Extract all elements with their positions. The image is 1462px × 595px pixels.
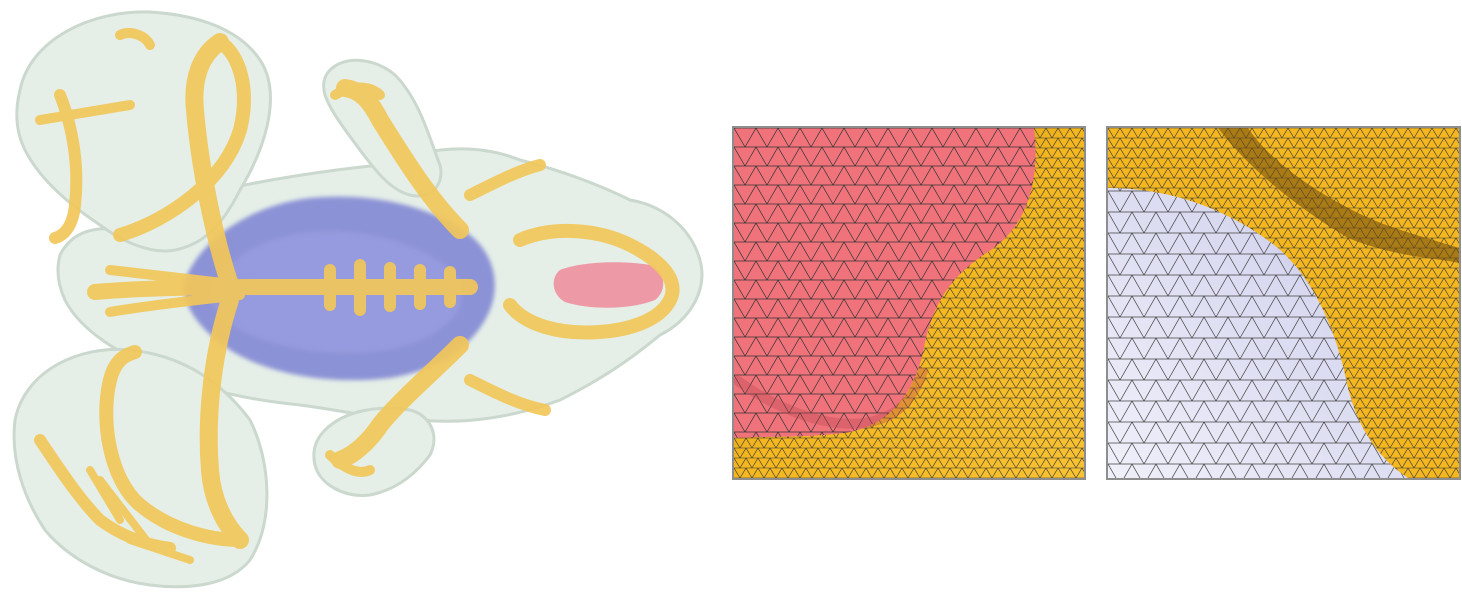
skeleton: [34, 28, 680, 564]
mesh-closeup-blue-yellow: [1106, 126, 1461, 480]
mesh-closeup-red-yellow: [732, 126, 1086, 480]
mesh-blue-yellow-icon: [1108, 128, 1459, 478]
mesh-fold-shadow: [1218, 128, 1459, 263]
frog-render-panel: [0, 0, 715, 595]
mesh-red-yellow-icon: [734, 128, 1084, 478]
frog-3d-icon: [12, 10, 704, 589]
organ-red: [553, 262, 664, 308]
